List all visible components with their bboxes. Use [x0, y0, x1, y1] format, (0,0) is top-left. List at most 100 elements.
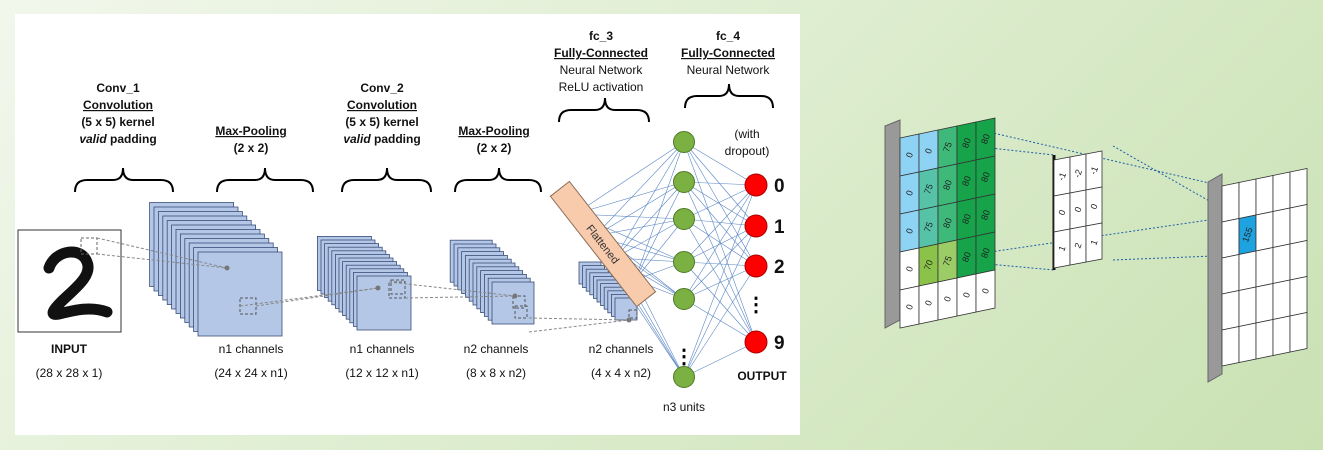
kernel-cell-value: -1 [1088, 165, 1100, 176]
output-ellipsis: ⋮ [746, 294, 766, 316]
fc4-line1: Neural Network [687, 63, 771, 77]
input-cell-value: 0 [904, 227, 915, 235]
receptive-field-boxes [239, 279, 638, 319]
input-cell-value: 80 [960, 137, 973, 150]
connection-line [683, 141, 757, 227]
pool1-size: (2 x 2) [234, 141, 269, 155]
hidden-neuron [673, 251, 695, 273]
conv2-name: Conv_2 [360, 81, 404, 95]
fc3-units: n3 units [663, 400, 705, 414]
input-cell-value: 80 [960, 213, 973, 226]
output-neuron [744, 330, 768, 354]
conv2-kernel: (5 x 5) kernel [345, 115, 418, 129]
output-cell [1255, 175, 1274, 216]
input-cell-value: 0 [961, 291, 972, 299]
input-cell-value: 0 [942, 295, 953, 303]
hidden-ellipsis: ⋮ [674, 346, 694, 368]
conv2-type: Convolution [347, 98, 417, 112]
projection-dots [224, 265, 632, 323]
input-image [17, 229, 122, 333]
connection-line [683, 225, 757, 300]
output-cell [1255, 247, 1274, 288]
input-dims: (28 x 28 x 1) [36, 366, 103, 380]
input-cell-value: 75 [941, 141, 954, 154]
connection-line [683, 181, 757, 267]
output-cell [1221, 182, 1240, 223]
conv1-padding: valid padding [79, 132, 156, 146]
connection-line [683, 181, 757, 343]
brace-pool2 [454, 167, 542, 193]
hidden-neuron [673, 288, 695, 310]
connection-line [683, 184, 757, 263]
input-cell-value: 70 [922, 259, 935, 272]
pool2-name: Max-Pooling [458, 124, 529, 138]
hidden-neuron [673, 171, 695, 193]
connection-line [683, 218, 757, 227]
input-cell-value: 80 [960, 175, 973, 188]
connection-line [594, 141, 685, 237]
output-cell [1289, 276, 1308, 317]
cnn-architecture-diagram: Conv_1 Convolution (5 x 5) kernel valid … [17, 29, 787, 414]
output-cell [1289, 312, 1308, 353]
pool2-stack [578, 261, 638, 321]
connection-line [683, 184, 757, 300]
input-cell-value: 0 [980, 287, 991, 295]
input-cell [975, 269, 996, 313]
output-frame-edge [1207, 173, 1223, 383]
kernel-cell-value: 0 [1088, 202, 1099, 210]
fc3-name: fc_3 [589, 29, 613, 43]
pool2-size: (2 x 2) [477, 141, 512, 155]
conv1-dims: (24 x 24 x n1) [214, 366, 287, 380]
input-cell-value: 75 [922, 183, 935, 196]
pool1-stack [316, 235, 412, 331]
output-cell [1255, 211, 1274, 252]
output-label: OUTPUT [737, 369, 787, 383]
input-cell-value: 0 [904, 189, 915, 197]
braces [74, 83, 774, 193]
pool2-channels: n2 channels [589, 342, 654, 356]
output-cell [1221, 254, 1240, 295]
fc3-line1: Neural Network [560, 63, 644, 77]
connection-line [634, 141, 685, 281]
output-result-cell-value: 155 [1240, 226, 1255, 244]
input-cell-value: 0 [904, 265, 915, 273]
kernel-cell-value: 2 [1072, 241, 1083, 249]
connection-line [683, 181, 757, 227]
output-cell [1221, 326, 1240, 367]
conv1-channels: n1 channels [219, 342, 284, 356]
input-cell-value: 0 [904, 303, 915, 311]
output-neuron [744, 173, 768, 197]
header-labels: Conv_1 Convolution (5 x 5) kernel valid … [79, 29, 775, 158]
output-class-label: 0 [774, 176, 785, 197]
conv2-padding: valid padding [343, 132, 420, 146]
connection-line [683, 265, 757, 378]
connection-line [574, 141, 685, 215]
connection-line [614, 141, 685, 259]
input-cell-value: 80 [960, 251, 973, 264]
connection-line [594, 181, 685, 237]
output-cell [1272, 171, 1291, 212]
connection-line [683, 141, 757, 186]
connection-line [634, 218, 685, 281]
hidden-neuron [673, 131, 695, 153]
pool1-dims: (12 x 12 x n1) [345, 366, 418, 380]
conv1-kernel: (5 x 5) kernel [81, 115, 154, 129]
kernel-cell-value: -2 [1072, 168, 1084, 179]
input-cell-value: 0 [923, 147, 934, 155]
output-neuron [744, 214, 768, 238]
output-cell [1238, 286, 1257, 327]
input-cell-value: 80 [979, 247, 992, 260]
output-cell [1255, 319, 1274, 360]
output-matrix: 155 [1207, 168, 1308, 383]
connection-line [683, 184, 757, 220]
kernel-cell [1085, 222, 1103, 263]
conv2-channels: n2 channels [464, 342, 529, 356]
hidden-neuron [673, 366, 695, 388]
output-cell [1272, 243, 1291, 284]
output-cell [1238, 178, 1257, 219]
conv1-type: Convolution [83, 98, 153, 112]
connection-line [634, 181, 685, 281]
output-cell [1272, 315, 1291, 356]
